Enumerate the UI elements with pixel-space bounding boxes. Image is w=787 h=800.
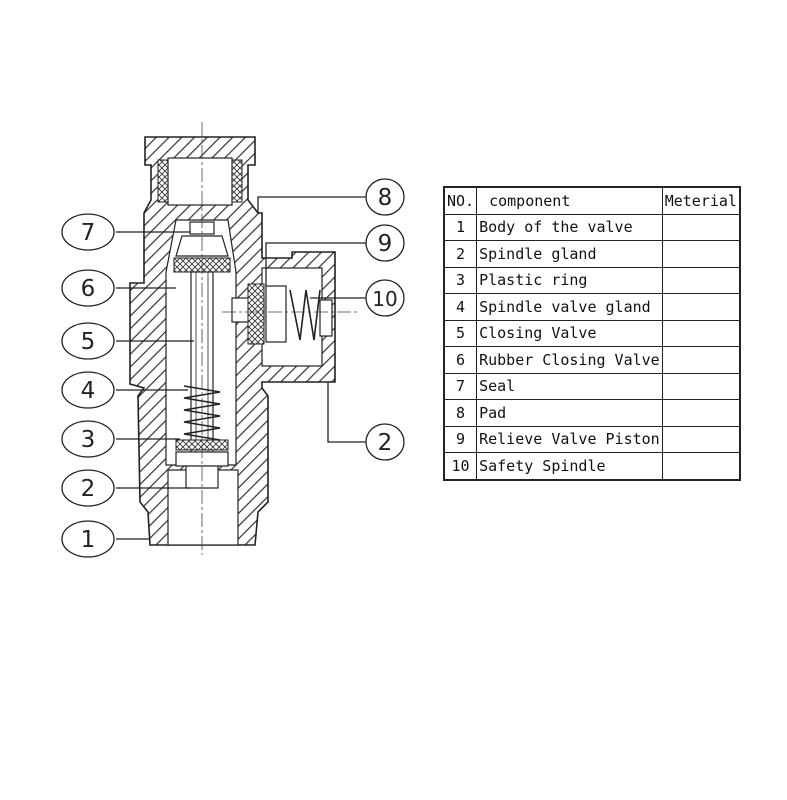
leader-lines [116, 196, 366, 540]
main-spring [183, 385, 221, 447]
callout-8: 8 [365, 178, 405, 216]
callout-3: 3 [61, 420, 115, 458]
svg-text:1: 1 [81, 527, 96, 553]
row-component: Pad [476, 399, 663, 427]
table-row: 3 Plastic ring [443, 266, 741, 294]
table-row: 2 Spindle gland [443, 240, 741, 268]
table-row: 4 Spindle valve gland [443, 293, 741, 321]
row-no: 8 [443, 399, 478, 427]
relieve-valve-piston [265, 285, 287, 343]
table-header-row: NO. component Meterial [443, 186, 741, 215]
safety-spring [289, 289, 321, 341]
svg-text:6: 6 [81, 276, 96, 302]
callout-7: 7 [61, 213, 115, 251]
svg-text:4: 4 [81, 378, 96, 404]
row-component: Body of the valve [476, 213, 663, 241]
svg-text:8: 8 [378, 185, 393, 211]
row-no: 7 [443, 372, 478, 400]
callout-4: 4 [61, 371, 115, 409]
svg-text:7: 7 [81, 220, 96, 246]
svg-text:9: 9 [378, 231, 393, 257]
svg-text:2: 2 [378, 430, 393, 456]
svg-text:5: 5 [81, 329, 96, 355]
header-material: Meterial [661, 186, 741, 215]
row-component: Seal [476, 372, 663, 400]
table-row: 7 Seal [443, 372, 741, 400]
svg-text:10: 10 [372, 287, 397, 311]
row-material [661, 425, 741, 453]
row-component: Rubber Closing Valve [476, 346, 663, 374]
row-no: 3 [443, 266, 478, 294]
svg-text:2: 2 [81, 476, 96, 502]
callout-9: 9 [365, 224, 405, 262]
callout-10: 10 [365, 279, 405, 317]
table-row: 6 Rubber Closing Valve [443, 346, 741, 374]
callout-6: 6 [61, 269, 115, 307]
row-material [661, 319, 741, 347]
parts-table: NO. component Meterial 1 Body of the val… [443, 186, 741, 481]
row-component: Spindle valve gland [476, 293, 663, 321]
table-row: 5 Closing Valve [443, 319, 741, 347]
row-component: Relieve Valve Piston [476, 425, 663, 453]
row-no: 9 [443, 425, 478, 453]
row-component: Spindle gland [476, 240, 663, 268]
callout-2-right: 2 [365, 423, 405, 461]
row-component: Plastic ring [476, 266, 663, 294]
table-row: 8 Pad [443, 399, 741, 427]
callout-5: 5 [61, 322, 115, 360]
table-row: 10 Safety Spindle [443, 452, 741, 480]
row-material [661, 293, 741, 321]
header-component: component [476, 186, 663, 215]
row-material [661, 372, 741, 400]
row-no: 1 [443, 213, 478, 241]
row-no: 10 [443, 452, 478, 480]
row-component: Safety Spindle [476, 452, 663, 480]
table-row: 1 Body of the valve [443, 213, 741, 241]
row-material [661, 452, 741, 480]
row-material [661, 240, 741, 268]
row-material [661, 346, 741, 374]
row-component: Closing Valve [476, 319, 663, 347]
callout-2-left: 2 [61, 469, 115, 507]
row-no: 6 [443, 346, 478, 374]
header-no: NO. [443, 186, 478, 215]
svg-text:3: 3 [81, 427, 96, 453]
row-material [661, 399, 741, 427]
callout-1: 1 [61, 520, 115, 558]
row-material [661, 213, 741, 241]
table-row: 9 Relieve Valve Piston [443, 425, 741, 453]
row-no: 5 [443, 319, 478, 347]
row-material [661, 266, 741, 294]
row-no: 4 [443, 293, 478, 321]
row-no: 2 [443, 240, 478, 268]
